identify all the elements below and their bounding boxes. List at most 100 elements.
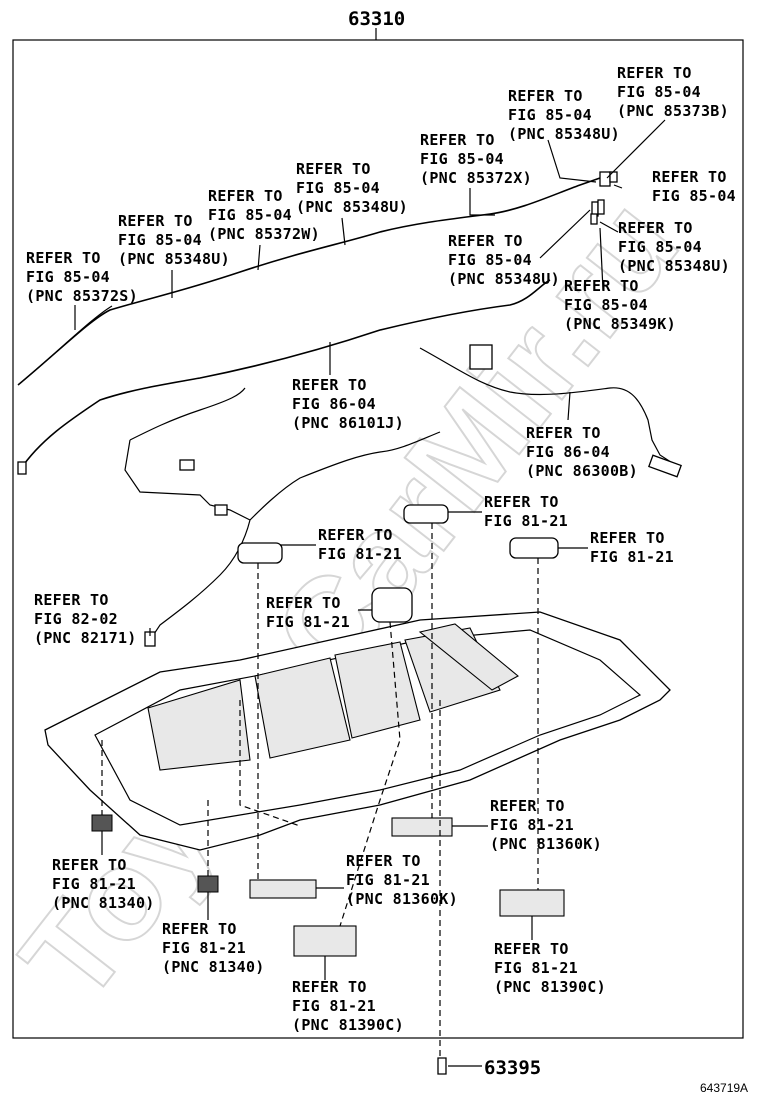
callout-85348u-mid: REFER TO FIG 85-04 (PNC 85348U) bbox=[296, 160, 408, 216]
console-lamp-a bbox=[293, 925, 357, 957]
svg-text:FIG 85-04: FIG 85-04 bbox=[26, 268, 110, 286]
panel-1 bbox=[147, 679, 251, 771]
room-lamp-a bbox=[249, 879, 317, 899]
svg-text:(PNC 85348U): (PNC 85348U) bbox=[118, 250, 230, 268]
callout-82171: REFER TO FIG 82-02 (PNC 82171) bbox=[34, 591, 137, 647]
svg-text:REFER TO: REFER TO bbox=[26, 249, 101, 267]
panel-5 bbox=[418, 623, 519, 691]
svg-text:REFER TO: REFER TO bbox=[266, 594, 341, 612]
rear-harness bbox=[419, 347, 681, 469]
svg-text:(PNC 85348U): (PNC 85348U) bbox=[508, 125, 620, 143]
callout-81340-left: REFER TO FIG 81-21 (PNC 81340) bbox=[52, 856, 155, 912]
svg-text:REFER TO: REFER TO bbox=[296, 160, 371, 178]
svg-text:(PNC 86101J): (PNC 86101J) bbox=[292, 414, 404, 432]
svg-text:(PNC 81360K): (PNC 81360K) bbox=[490, 835, 602, 853]
harness-connector-b bbox=[179, 459, 195, 471]
svg-text:(PNC 85348U): (PNC 85348U) bbox=[296, 198, 408, 216]
callout-85372s: REFER TO FIG 85-04 (PNC 85372S) bbox=[26, 249, 138, 305]
svg-text:(PNC 85348U): (PNC 85348U) bbox=[618, 257, 730, 275]
svg-text:(PNC 81340): (PNC 81340) bbox=[52, 894, 155, 912]
svg-text:REFER TO: REFER TO bbox=[346, 852, 421, 870]
svg-text:FIG 81-21: FIG 81-21 bbox=[346, 871, 430, 889]
drawing-id: 643719A bbox=[700, 1081, 748, 1095]
svg-text:(PNC 85372X): (PNC 85372X) bbox=[420, 169, 532, 187]
callout-85373b: REFER TO FIG 85-04 (PNC 85373B) bbox=[617, 64, 729, 120]
callout-85348u-top: REFER TO FIG 85-04 (PNC 85348U) bbox=[508, 87, 620, 143]
roof-wire-branch bbox=[124, 387, 441, 521]
svg-text:REFER TO: REFER TO bbox=[617, 64, 692, 82]
svg-text:FIG 86-04: FIG 86-04 bbox=[526, 443, 610, 461]
harness-bracket bbox=[469, 344, 493, 370]
svg-text:REFER TO: REFER TO bbox=[590, 529, 665, 547]
clip-63395 bbox=[437, 1057, 447, 1075]
svg-text:(PNC 81340): (PNC 81340) bbox=[162, 958, 265, 976]
room-lamp-b bbox=[391, 817, 453, 837]
console-lamp-b bbox=[499, 889, 565, 917]
svg-text:REFER TO: REFER TO bbox=[52, 856, 127, 874]
svg-text:FIG 82-02: FIG 82-02 bbox=[34, 610, 118, 628]
svg-text:FIG 85-04: FIG 85-04 bbox=[564, 296, 648, 314]
callout-81390c-center: REFER TO FIG 81-21 (PNC 81390C) bbox=[292, 978, 404, 1034]
svg-text:REFER TO: REFER TO bbox=[508, 87, 583, 105]
callout-81340-center: REFER TO FIG 81-21 (PNC 81340) bbox=[162, 920, 265, 976]
lamp-frame-c bbox=[509, 537, 559, 559]
callout-85-04-right: REFER TO FIG 85-04 bbox=[652, 168, 736, 205]
callout-85372w: REFER TO FIG 85-04 (PNC 85372W) bbox=[208, 187, 320, 243]
map-lamp-a bbox=[91, 814, 113, 832]
diagram-frame bbox=[12, 39, 744, 1039]
svg-text:FIG 81-21: FIG 81-21 bbox=[52, 875, 136, 893]
callout-85348u-right: REFER TO FIG 85-04 (PNC 85348U) bbox=[618, 219, 730, 275]
antenna-cable bbox=[17, 177, 601, 386]
svg-text:(PNC 85349K): (PNC 85349K) bbox=[564, 315, 676, 333]
harness-connector-c bbox=[214, 504, 228, 516]
svg-text:FIG 81-21: FIG 81-21 bbox=[162, 939, 246, 957]
callout-85349k: REFER TO FIG 85-04 (PNC 85349K) bbox=[564, 277, 676, 333]
svg-text:FIG 81-21: FIG 81-21 bbox=[484, 512, 568, 530]
svg-text:FIG 81-21: FIG 81-21 bbox=[266, 613, 350, 631]
panel-3 bbox=[334, 641, 421, 739]
svg-text:FIG 85-04: FIG 85-04 bbox=[617, 83, 701, 101]
svg-text:REFER TO: REFER TO bbox=[292, 978, 367, 996]
panel-2 bbox=[254, 657, 351, 759]
lamp-frame-d bbox=[371, 587, 413, 623]
callout-81-21-a: REFER TO FIG 81-21 bbox=[484, 493, 568, 530]
svg-text:REFER TO: REFER TO bbox=[564, 277, 639, 295]
svg-text:FIG 81-21: FIG 81-21 bbox=[292, 997, 376, 1015]
lamp-frame-b bbox=[403, 504, 449, 524]
svg-text:FIG 85-04: FIG 85-04 bbox=[652, 187, 736, 205]
svg-text:REFER TO: REFER TO bbox=[34, 591, 109, 609]
svg-text:FIG 86-04: FIG 86-04 bbox=[292, 395, 376, 413]
svg-text:FIG 81-21: FIG 81-21 bbox=[494, 959, 578, 977]
harness-connector-d bbox=[17, 461, 27, 475]
svg-text:FIG 85-04: FIG 85-04 bbox=[508, 106, 592, 124]
callout-85348u-left: REFER TO FIG 85-04 (PNC 85348U) bbox=[118, 212, 230, 268]
svg-text:FIG 81-21: FIG 81-21 bbox=[490, 816, 574, 834]
svg-text:FIG 85-04: FIG 85-04 bbox=[448, 251, 532, 269]
svg-text:FIG 81-21: FIG 81-21 bbox=[590, 548, 674, 566]
svg-text:FIG 85-04: FIG 85-04 bbox=[420, 150, 504, 168]
svg-text:REFER TO: REFER TO bbox=[208, 187, 283, 205]
svg-text:REFER TO: REFER TO bbox=[484, 493, 559, 511]
svg-text:(PNC 81390C): (PNC 81390C) bbox=[494, 978, 606, 996]
dashed-leaders bbox=[101, 523, 539, 1058]
svg-text:REFER TO: REFER TO bbox=[490, 797, 565, 815]
clip-part-number: 63395 bbox=[484, 1057, 541, 1079]
svg-text:(PNC 81360K): (PNC 81360K) bbox=[346, 890, 458, 908]
svg-text:REFER TO: REFER TO bbox=[162, 920, 237, 938]
clip-b bbox=[597, 199, 605, 215]
callout-81360k-center: REFER TO FIG 81-21 (PNC 81360K) bbox=[346, 852, 458, 908]
svg-text:(PNC 85372W): (PNC 85372W) bbox=[208, 225, 320, 243]
callout-81-21-c: REFER TO FIG 81-21 bbox=[590, 529, 674, 566]
side-harness bbox=[149, 519, 251, 641]
svg-text:REFER TO: REFER TO bbox=[652, 168, 727, 186]
svg-text:FIG 85-04: FIG 85-04 bbox=[618, 238, 702, 256]
callout-85372x: REFER TO FIG 85-04 (PNC 85372X) bbox=[420, 131, 532, 187]
antenna-connector bbox=[599, 171, 611, 187]
svg-text:(PNC 81390C): (PNC 81390C) bbox=[292, 1016, 404, 1034]
svg-text:(PNC 85373B): (PNC 85373B) bbox=[617, 102, 729, 120]
svg-text:REFER TO: REFER TO bbox=[318, 526, 393, 544]
svg-text:REFER TO: REFER TO bbox=[420, 131, 495, 149]
svg-text:REFER TO: REFER TO bbox=[618, 219, 693, 237]
svg-text:(PNC 82171): (PNC 82171) bbox=[34, 629, 137, 647]
callout-85348u-center: REFER TO FIG 85-04 (PNC 85348U) bbox=[448, 232, 560, 288]
